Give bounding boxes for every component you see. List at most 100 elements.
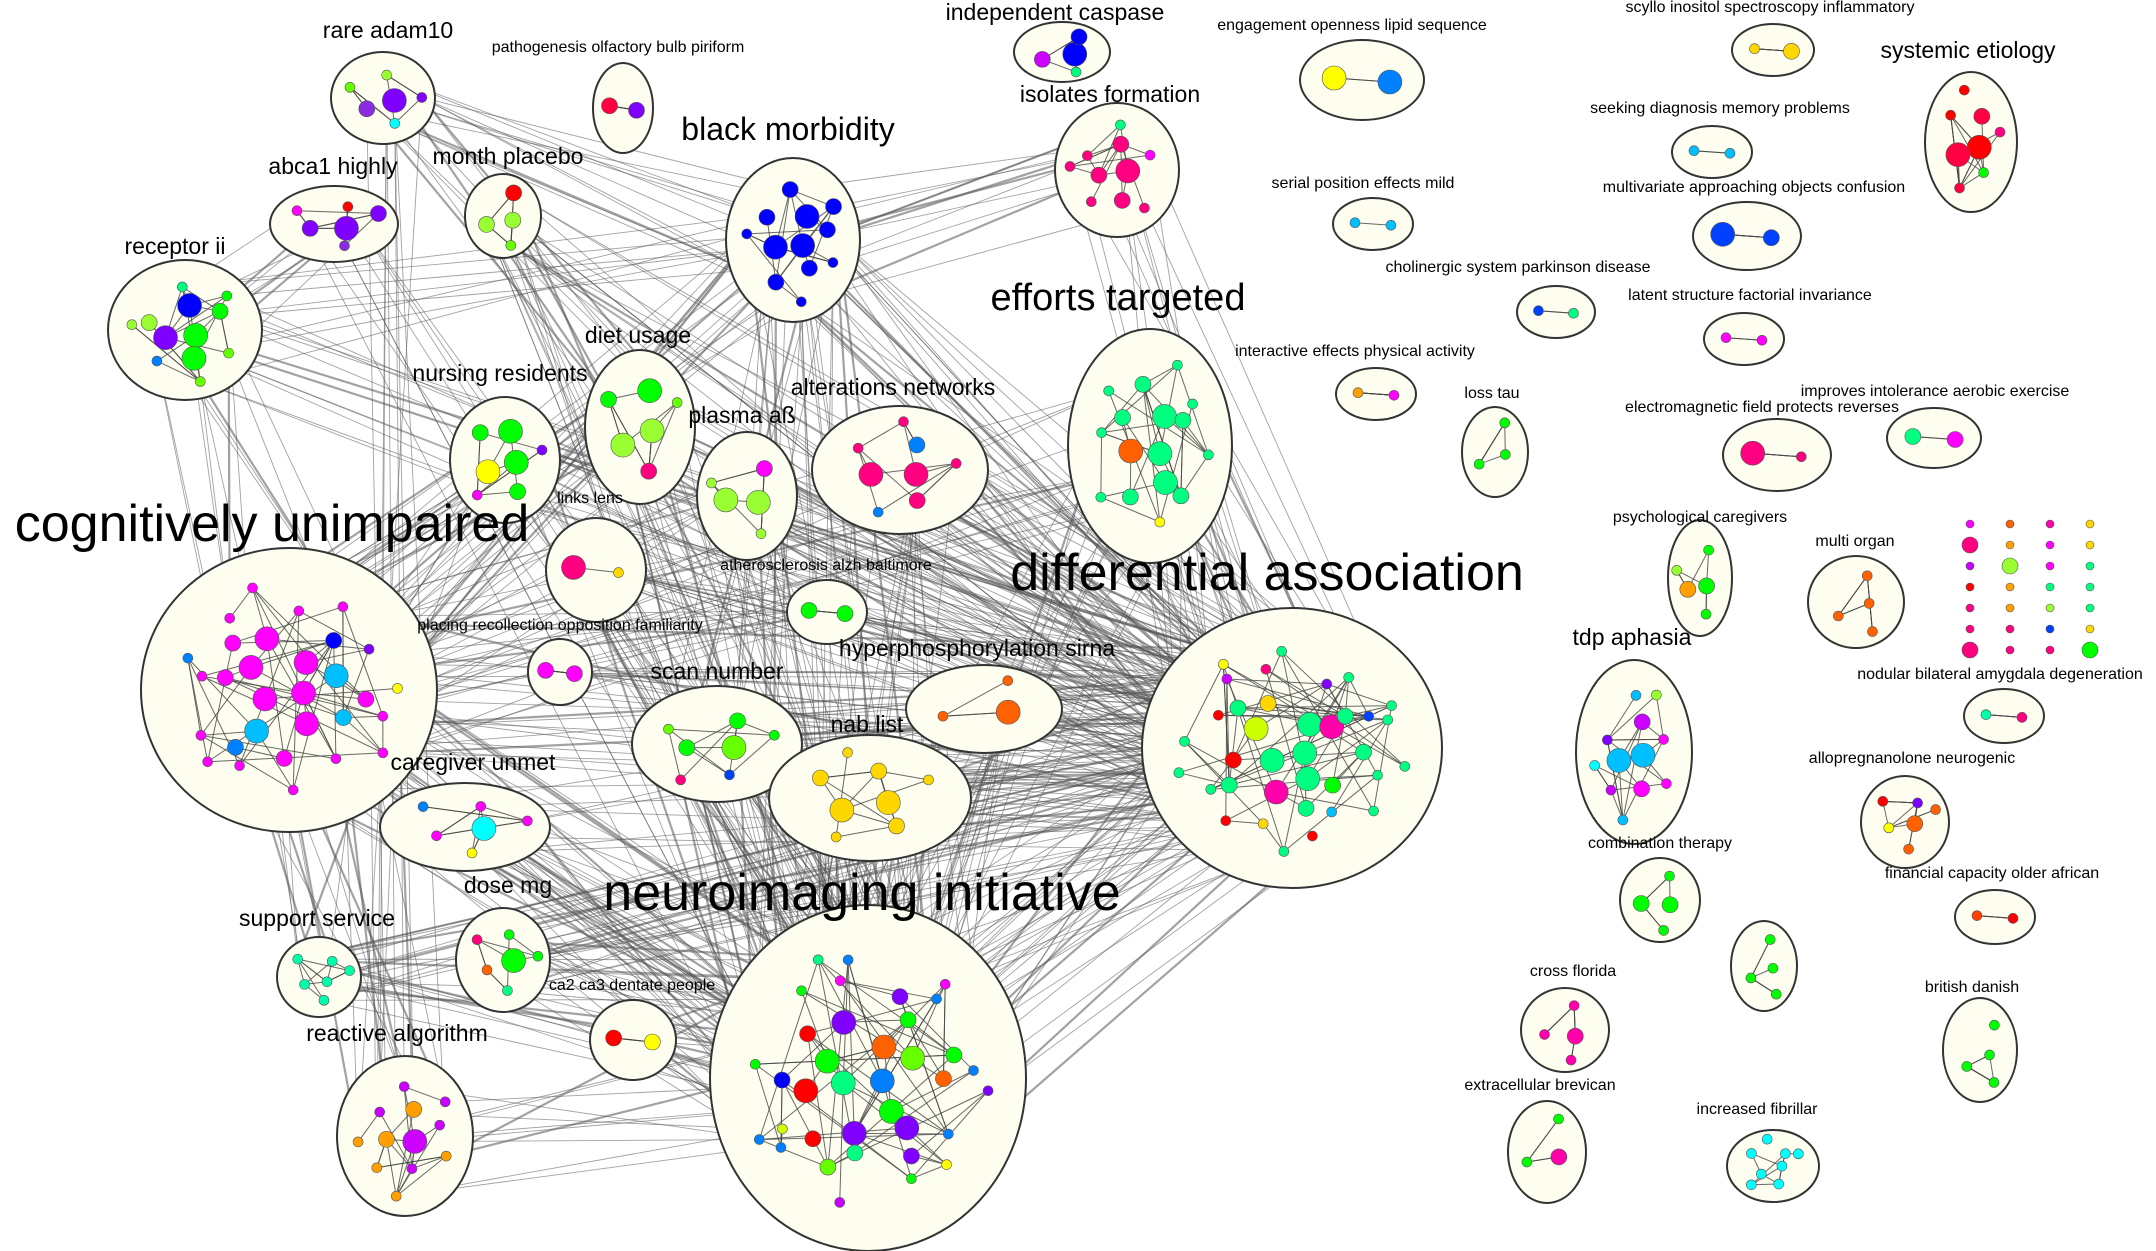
singleton-node[interactable] (1965, 603, 1975, 613)
node[interactable] (1152, 404, 1177, 429)
node[interactable] (126, 319, 138, 331)
node[interactable] (1658, 925, 1669, 936)
node[interactable] (1095, 491, 1107, 503)
cluster-scyllo-inositol[interactable]: scyllo inositol spectroscopy inflammator… (1626, 0, 1915, 77)
node[interactable] (1767, 962, 1779, 974)
node[interactable] (1630, 690, 1642, 701)
node[interactable] (1745, 972, 1757, 984)
node[interactable] (177, 293, 202, 318)
node[interactable] (1565, 1054, 1577, 1066)
node[interactable] (1651, 689, 1662, 701)
node[interactable] (299, 979, 310, 990)
cluster-plasma-ab[interactable]: plasma aß (688, 402, 798, 561)
singleton-node[interactable] (2085, 603, 2095, 613)
node[interactable] (1187, 398, 1198, 410)
singleton-node[interactable] (2005, 603, 2015, 613)
cluster-links-lens[interactable]: links lens (545, 490, 647, 623)
node[interactable] (1499, 417, 1511, 429)
node[interactable] (1617, 814, 1629, 826)
node[interactable] (825, 198, 842, 215)
node[interactable] (1386, 700, 1397, 711)
node[interactable] (1770, 988, 1782, 1000)
cluster-serial-position[interactable]: serial position effects mild (1272, 175, 1455, 251)
node[interactable] (301, 220, 319, 237)
node[interactable] (869, 1068, 895, 1094)
node[interactable] (1661, 896, 1679, 914)
cluster-differential-association[interactable]: differential association (1010, 544, 1524, 889)
node[interactable] (561, 555, 586, 580)
node[interactable] (1903, 843, 1914, 855)
node[interactable] (151, 355, 163, 367)
node[interactable] (1904, 428, 1922, 445)
node[interactable] (1297, 800, 1315, 817)
node[interactable] (224, 634, 242, 652)
cluster-reactive-algorithm[interactable]: reactive algorithm (306, 1020, 488, 1217)
singleton-node[interactable] (2005, 519, 2015, 529)
node[interactable] (254, 626, 280, 652)
node[interactable] (478, 216, 495, 233)
node[interactable] (1671, 565, 1683, 576)
node[interactable] (941, 1159, 952, 1170)
node[interactable] (344, 82, 356, 93)
node[interactable] (1295, 766, 1321, 792)
node[interactable] (852, 442, 864, 454)
node[interactable] (745, 490, 771, 515)
node[interactable] (357, 690, 375, 708)
cluster-atherosclerosis-alzh[interactable]: atherosclerosis alzh baltimore (720, 557, 932, 645)
node[interactable] (1966, 134, 1992, 160)
node[interactable] (830, 1070, 856, 1096)
node[interactable] (1633, 780, 1650, 798)
node[interactable] (1034, 51, 1051, 68)
cluster-black-morbidity[interactable]: black morbidity (681, 111, 895, 323)
node[interactable] (503, 929, 515, 941)
node[interactable] (1533, 305, 1544, 317)
node[interactable] (2016, 712, 2028, 723)
singleton-node[interactable] (2085, 540, 2095, 550)
node[interactable] (1633, 713, 1651, 731)
node[interactable] (888, 817, 905, 835)
node[interactable] (1103, 385, 1115, 397)
cluster-dose-mg[interactable]: dose mg (455, 872, 552, 1013)
singleton-node[interactable] (2085, 561, 2095, 571)
node[interactable] (1749, 43, 1760, 55)
node[interactable] (1139, 202, 1150, 214)
node[interactable] (377, 747, 389, 759)
node[interactable] (140, 314, 158, 331)
node[interactable] (352, 1136, 364, 1148)
node[interactable] (871, 1034, 897, 1060)
node[interactable] (326, 955, 338, 967)
singleton-node[interactable] (1965, 624, 1975, 634)
cluster-alterations-networks[interactable]: alterations networks (791, 374, 996, 535)
node[interactable] (1173, 767, 1185, 778)
node[interactable] (398, 1081, 410, 1092)
node[interactable] (292, 953, 304, 965)
node[interactable] (371, 1162, 383, 1174)
node[interactable] (1388, 389, 1400, 401)
node[interactable] (1946, 431, 1964, 448)
node[interactable] (1263, 779, 1289, 805)
cluster-british-danish[interactable]: british danish (1925, 979, 2019, 1103)
singleton-node[interactable] (2045, 519, 2055, 529)
node[interactable] (1958, 84, 1970, 96)
node[interactable] (1259, 695, 1277, 712)
node[interactable] (1688, 145, 1700, 156)
node[interactable] (1292, 740, 1318, 766)
node[interactable] (1153, 470, 1178, 495)
cluster-placing-recollection[interactable]: placing recollection opposition familiar… (417, 617, 703, 706)
node[interactable] (325, 632, 343, 649)
node[interactable] (903, 462, 929, 487)
node[interactable] (1259, 748, 1285, 773)
node[interactable] (842, 954, 854, 966)
cluster-electromagnetic-field[interactable]: electromagnetic field protects reverses (1625, 399, 1899, 492)
singleton-node[interactable] (2045, 603, 2055, 613)
node[interactable] (402, 1129, 428, 1154)
node[interactable] (1062, 41, 1088, 67)
node[interactable] (503, 450, 529, 475)
node[interactable] (1632, 895, 1650, 912)
node[interactable] (875, 790, 901, 815)
node[interactable] (252, 686, 278, 712)
node[interactable] (790, 233, 815, 258)
node[interactable] (1978, 167, 1989, 178)
node[interactable] (769, 729, 780, 741)
node[interactable] (475, 459, 501, 485)
